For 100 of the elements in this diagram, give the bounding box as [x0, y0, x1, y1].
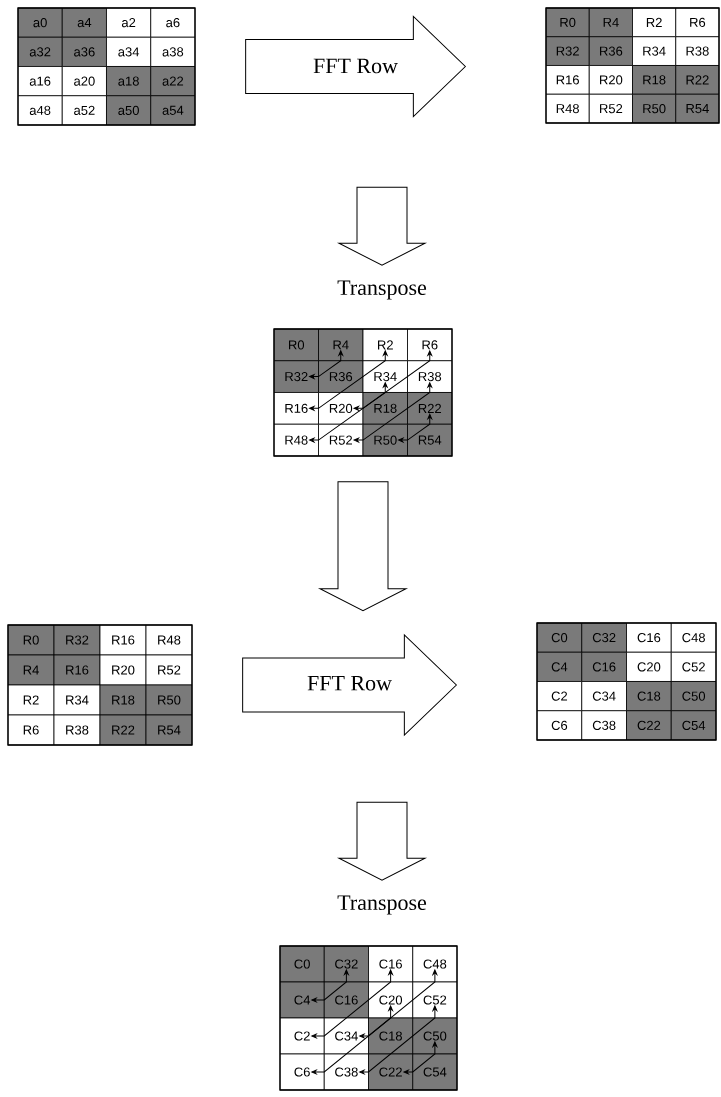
edge-label: FFT Row [313, 58, 398, 74]
cell-label: C52 [682, 662, 705, 672]
cell-label: R20 [112, 665, 135, 675]
cell-label: R54 [418, 435, 442, 445]
cell-label: C50 [682, 691, 706, 701]
swap-arrow [359, 1005, 393, 1039]
cell-label: C16 [637, 633, 661, 643]
cell-label: R6 [690, 17, 706, 27]
grid [17, 7, 196, 126]
cell-label: R18 [374, 403, 397, 413]
cell-label: a50 [118, 105, 139, 115]
cell-label: C6 [294, 1067, 310, 1077]
cell-label: R32 [556, 46, 579, 56]
block-arrow [338, 186, 426, 266]
cell-label: R48 [285, 435, 308, 445]
swap-arrow [353, 382, 433, 443]
cell-label: C38 [335, 1067, 358, 1077]
grid [545, 7, 720, 124]
cell-label: R50 [374, 435, 397, 445]
cell-label: R0 [23, 635, 39, 645]
cell-label: C54 [423, 1067, 447, 1077]
cell-label: R18 [112, 695, 135, 705]
cell-label: R0 [289, 340, 305, 350]
swap-arrow [309, 350, 388, 411]
cell-label: R48 [556, 104, 579, 114]
cell-label: C22 [379, 1067, 402, 1077]
cell-label: C4 [294, 995, 311, 1005]
cell-label: a4 [77, 18, 92, 28]
cell-label: a38 [162, 47, 184, 57]
cell-label: R52 [158, 665, 181, 675]
cell-label: R16 [112, 635, 135, 645]
cell-label: R0 [560, 17, 576, 27]
cell-label: R36 [600, 46, 623, 56]
cell-label: a2 [121, 18, 136, 28]
cell-label: R4 [333, 340, 349, 350]
cell-label: R2 [378, 340, 393, 350]
cell-label: C20 [637, 662, 661, 672]
cell-label: R16 [285, 403, 308, 413]
cell-label: C48 [682, 633, 705, 643]
cell-label: R6 [422, 340, 438, 350]
grid [7, 624, 193, 746]
cell-label: R32 [285, 372, 308, 382]
cell-label: C48 [423, 959, 447, 969]
swap-arrow [309, 350, 433, 443]
cell-label: R38 [686, 46, 709, 56]
cell-label: R22 [686, 75, 709, 85]
cell-label: R54 [158, 725, 181, 735]
cell-label: C32 [592, 633, 616, 643]
cell-label: R38 [418, 372, 442, 382]
cell-label: R34 [66, 695, 89, 705]
swap-arrow [311, 969, 438, 1075]
swap-arrow [311, 969, 393, 1039]
cell-label: C16 [379, 959, 402, 969]
block-arrow [319, 481, 407, 612]
cell-label: R52 [329, 435, 352, 445]
swap-arrow [398, 413, 433, 443]
swap-arrow [311, 969, 349, 1003]
cell-label: R2 [23, 695, 39, 705]
cell-label: C54 [682, 720, 706, 730]
swap-arrow [353, 382, 388, 411]
cell-label: R32 [66, 635, 89, 645]
cell-label: a18 [118, 76, 139, 86]
cell-label: C20 [379, 995, 403, 1005]
cell-label: a0 [33, 18, 47, 28]
cell-label: a54 [162, 105, 184, 115]
cell-label: C2 [551, 691, 568, 701]
cell-label: R6 [23, 725, 39, 735]
cell-label: R22 [112, 725, 135, 735]
cell-label: a34 [118, 47, 140, 57]
cell-label: C4 [551, 662, 568, 672]
cell-label: R16 [66, 665, 89, 675]
cell-label: C16 [592, 662, 616, 672]
block-arrow [242, 634, 457, 736]
edge-label: FFT Row [307, 675, 392, 691]
step-label: Transpose [337, 895, 427, 915]
cell-label: R38 [66, 725, 89, 735]
cell-label: R48 [158, 635, 181, 645]
cell-label: C38 [592, 720, 616, 730]
cell-label: C34 [592, 691, 616, 701]
cell-label: a20 [74, 76, 95, 86]
step-label: Transpose [337, 280, 427, 300]
cell-label: a52 [74, 105, 95, 115]
cell-label: R18 [643, 75, 666, 85]
cell-label: R2 [646, 17, 662, 27]
cell-label: C18 [637, 691, 661, 701]
cell-label: C32 [335, 959, 358, 969]
cell-label: C34 [335, 1031, 358, 1041]
cell-label: R54 [686, 104, 709, 114]
block-arrow [245, 16, 466, 117]
cell-label: R34 [643, 46, 666, 56]
cell-label: C0 [294, 959, 310, 969]
grid [279, 945, 458, 1091]
cell-label: R4 [23, 665, 39, 675]
cell-label: C18 [379, 1031, 402, 1041]
cell-label: a32 [29, 47, 51, 57]
block-arrow [338, 801, 426, 881]
cell-label: R50 [158, 695, 181, 705]
grid [536, 622, 717, 741]
cell-label: R36 [329, 372, 353, 382]
cell-label: R20 [600, 75, 623, 85]
